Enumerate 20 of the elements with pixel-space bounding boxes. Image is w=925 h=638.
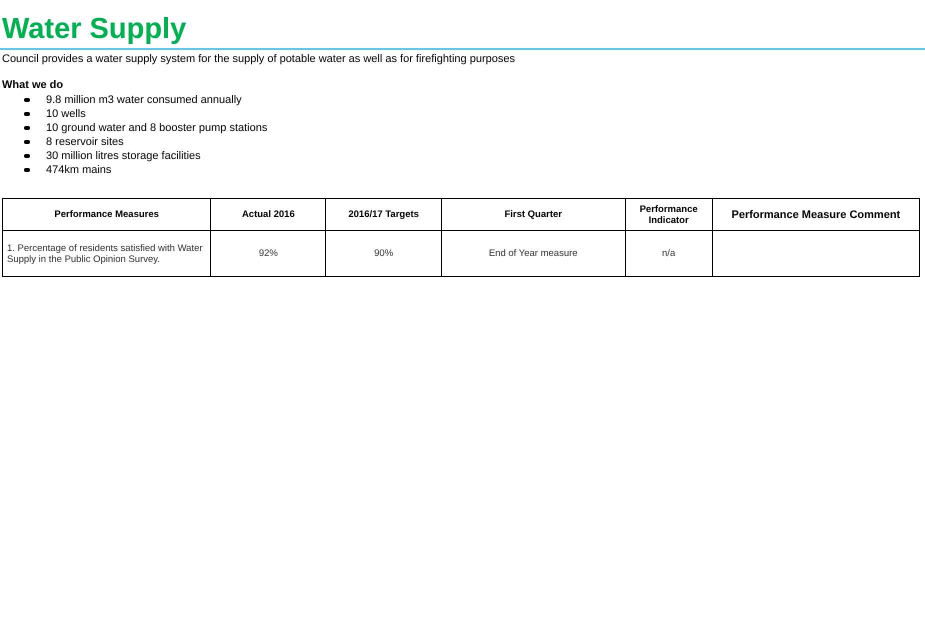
table-cell-text: n/a bbox=[662, 248, 676, 259]
bullet-item: 9.8 million m3 water consumed annually bbox=[45, 93, 242, 107]
table-cell-text: 90% bbox=[374, 248, 394, 259]
column-header: Performance Measures bbox=[54, 209, 159, 220]
description-text: Council provides a water supply system for the supply of potable water as well as for firefighting purposes bbox=[2, 53, 516, 65]
page-title: Water Supply bbox=[1, 12, 188, 46]
table-cell-text: 1. Percentage of residents satisfied with Water Supply in the Public Opinion Survey. bbox=[7, 242, 204, 264]
bullet-item: 30 million litres storage facilities bbox=[45, 149, 201, 163]
table-cell-text: End of Year measure bbox=[488, 248, 578, 259]
bullet-item: 474km mains bbox=[45, 163, 112, 177]
bullet-item: 8 reservoir sites bbox=[45, 135, 124, 149]
column-header: Actual 2016 bbox=[242, 209, 295, 220]
column-header: 2016/17 Targets bbox=[348, 209, 419, 220]
section-heading: What we do bbox=[2, 79, 64, 91]
column-header: Performance Measure Comment bbox=[731, 208, 900, 220]
bullet-item: 10 ground water and 8 booster pump stations bbox=[45, 121, 268, 135]
column-header: Performance Indicator bbox=[638, 204, 699, 226]
column-header: First Quarter bbox=[504, 209, 562, 220]
table-cell-text: 92% bbox=[258, 248, 278, 259]
bullet-item: 10 wells bbox=[45, 107, 86, 121]
